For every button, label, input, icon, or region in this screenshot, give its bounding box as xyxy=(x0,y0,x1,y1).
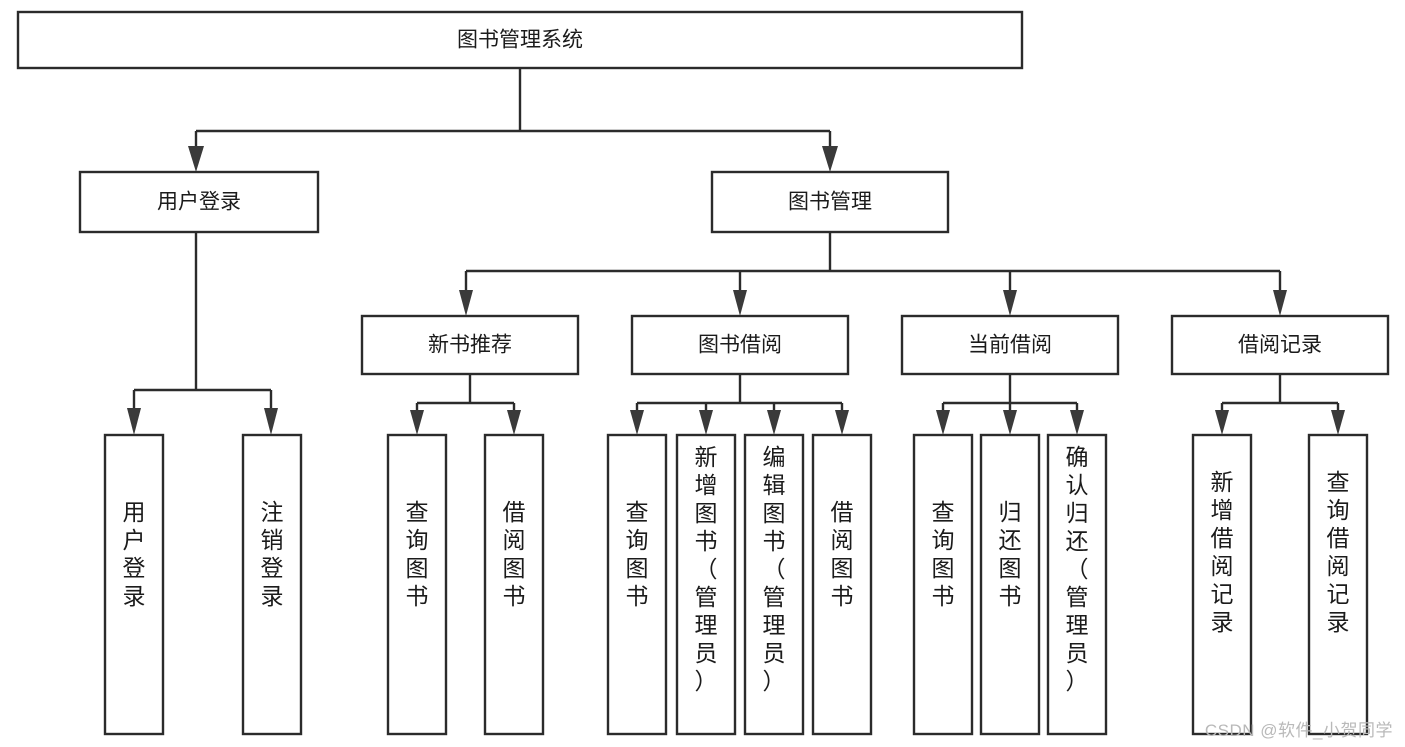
node-leaf-borrow-book-1-label: 借阅图书 xyxy=(503,499,526,609)
node-leaf-add-record[interactable]: 新增借阅记录 xyxy=(1191,433,1253,736)
node-leaf-user-login[interactable]: 用户登录 xyxy=(103,433,165,736)
connector-group-new-book-rec xyxy=(410,374,521,435)
node-current-borrow-box[interactable] xyxy=(900,314,1120,376)
arrow-head-nbr-borrow-book xyxy=(507,410,521,435)
connector-group-current-borrow xyxy=(936,374,1084,435)
arrow-head-cb-query-book xyxy=(936,410,950,435)
node-borrow-record-label: 借阅记录 xyxy=(1238,334,1322,357)
arrow-head-br-add-record xyxy=(1215,410,1229,435)
node-leaf-query-book-1-box[interactable] xyxy=(386,433,448,736)
node-leaf-edit-book-admin-box[interactable] xyxy=(743,433,805,736)
node-leaf-return-book-label: 归还图书 xyxy=(999,499,1022,609)
node-new-book-rec-box[interactable] xyxy=(360,314,580,376)
node-leaf-add-book-admin[interactable]: 新增图书（管理员） xyxy=(675,433,737,736)
arrow-head-leaf-logout xyxy=(264,408,278,435)
arrow-head-current-borrow xyxy=(1003,290,1017,316)
arrow-head-nbr-query-book xyxy=(410,410,424,435)
connector-group-book-borrow xyxy=(630,374,849,435)
node-book-manage-label: 图书管理 xyxy=(788,191,872,214)
arrow-head-cb-return-book xyxy=(1003,410,1017,435)
connector-group-book-manage xyxy=(459,232,1287,316)
connector-group-user-login xyxy=(127,232,278,435)
node-book-borrow-label: 图书借阅 xyxy=(698,334,782,357)
node-leaf-confirm-return-admin[interactable]: 确认归还（管理员） xyxy=(1046,433,1108,736)
node-leaf-query-book-1-label: 查询图书 xyxy=(406,499,429,609)
node-leaf-edit-book-admin-label: 编辑图书（管理员） xyxy=(763,444,786,694)
node-user-login[interactable]: 用户登录 xyxy=(78,170,320,234)
node-user-login-box[interactable] xyxy=(78,170,320,234)
node-leaf-query-record-label: 查询借阅记录 xyxy=(1327,469,1350,635)
node-leaf-borrow-book-1[interactable]: 借阅图书 xyxy=(483,433,545,736)
node-leaf-borrow-book-1-box[interactable] xyxy=(483,433,545,736)
arrow-head-book-manage xyxy=(822,146,838,172)
node-leaf-query-book-3-box[interactable] xyxy=(912,433,974,736)
arrow-head-user-login xyxy=(188,146,204,172)
node-book-manage[interactable]: 图书管理 xyxy=(710,170,950,234)
node-leaf-logout-box[interactable] xyxy=(241,433,303,736)
arrow-head-new-book-rec xyxy=(459,290,473,316)
arrow-head-book-borrow xyxy=(733,290,747,316)
node-user-login-label: 用户登录 xyxy=(157,191,241,214)
arrow-head-bb-borrow-book xyxy=(835,410,849,435)
node-leaf-borrow-book-2-box[interactable] xyxy=(811,433,873,736)
node-leaf-query-book-3-label: 查询图书 xyxy=(932,499,955,609)
node-new-book-rec[interactable]: 新书推荐 xyxy=(360,314,580,376)
arrow-head-cb-confirm-return xyxy=(1070,410,1084,435)
node-leaf-borrow-book-2[interactable]: 借阅图书 xyxy=(811,433,873,736)
node-leaf-edit-book-admin[interactable]: 编辑图书（管理员） xyxy=(743,433,805,736)
node-root-label: 图书管理系统 xyxy=(457,29,583,52)
node-leaf-user-login-box[interactable] xyxy=(103,433,165,736)
node-book-borrow-box[interactable] xyxy=(630,314,850,376)
node-book-manage-box[interactable] xyxy=(710,170,950,234)
node-root[interactable]: 图书管理系统 xyxy=(16,10,1024,70)
node-leaf-query-book-2[interactable]: 查询图书 xyxy=(606,433,668,736)
node-leaf-return-book-box[interactable] xyxy=(979,433,1041,736)
node-leaf-confirm-return-admin-label: 确认归还（管理员） xyxy=(1066,444,1089,694)
arrow-head-bb-query-book xyxy=(630,410,644,435)
arrow-head-bb-edit-book xyxy=(767,410,781,435)
node-leaf-add-record-box[interactable] xyxy=(1191,433,1253,736)
node-leaf-user-login-label: 用户登录 xyxy=(123,499,146,609)
node-leaf-logout-label: 注销登录 xyxy=(261,499,284,609)
node-leaf-query-book-3[interactable]: 查询图书 xyxy=(912,433,974,736)
node-new-book-rec-label: 新书推荐 xyxy=(428,334,512,357)
node-current-borrow-label: 当前借阅 xyxy=(968,334,1052,357)
node-leaf-logout[interactable]: 注销登录 xyxy=(241,433,303,736)
node-leaf-query-record[interactable]: 查询借阅记录 xyxy=(1307,433,1369,736)
arrow-head-leaf-user-login xyxy=(127,408,141,435)
node-leaf-add-record-label: 新增借阅记录 xyxy=(1211,469,1234,635)
node-book-borrow[interactable]: 图书借阅 xyxy=(630,314,850,376)
arrow-head-bb-add-book xyxy=(699,410,713,435)
node-root-box[interactable] xyxy=(16,10,1024,70)
node-leaf-query-book-2-label: 查询图书 xyxy=(626,499,649,609)
node-leaf-borrow-book-2-label: 借阅图书 xyxy=(831,499,854,609)
connector-group-root xyxy=(188,68,838,172)
node-leaf-confirm-return-admin-box[interactable] xyxy=(1046,433,1108,736)
node-leaf-query-book-1[interactable]: 查询图书 xyxy=(386,433,448,736)
arrow-head-borrow-record xyxy=(1273,290,1287,316)
node-leaf-query-record-box[interactable] xyxy=(1307,433,1369,736)
node-leaf-query-book-2-box[interactable] xyxy=(606,433,668,736)
connector-group-borrow-record xyxy=(1215,374,1345,435)
node-borrow-record[interactable]: 借阅记录 xyxy=(1170,314,1390,376)
node-leaf-add-book-admin-label: 新增图书（管理员） xyxy=(695,444,718,694)
arrow-head-br-query-record xyxy=(1331,410,1345,435)
node-borrow-record-box[interactable] xyxy=(1170,314,1390,376)
node-leaf-return-book[interactable]: 归还图书 xyxy=(979,433,1041,736)
node-leaf-add-book-admin-box[interactable] xyxy=(675,433,737,736)
node-current-borrow[interactable]: 当前借阅 xyxy=(900,314,1120,376)
